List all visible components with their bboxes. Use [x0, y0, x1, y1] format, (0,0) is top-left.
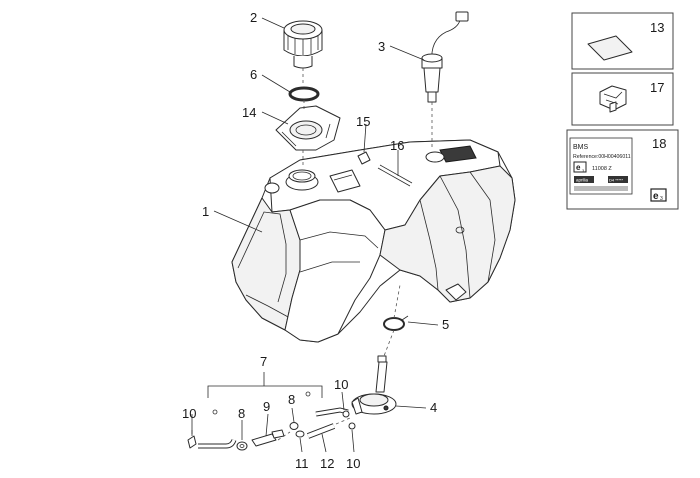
box-part-13 [571, 12, 674, 70]
callout-16: 16 [390, 138, 404, 153]
callout-18: 18 [652, 136, 666, 151]
label-plate-code: D4 ***** [609, 178, 623, 183]
callout-numbers: 2 3 6 14 15 16 1 5 7 4 10 8 9 8 10 11 12… [182, 10, 666, 471]
label-plate-e-mark: e [576, 163, 581, 172]
callout-6: 6 [250, 67, 257, 82]
hose-clamp-part-5 [383, 315, 409, 331]
callout-17: 17 [650, 80, 664, 95]
hose-kit-group-7 [187, 372, 356, 451]
callout-9: 9 [263, 399, 270, 414]
label-plate-e-sub: 3 [582, 168, 585, 173]
filler-flange-part-14 [275, 105, 341, 151]
callout-8-right: 8 [288, 392, 295, 407]
level-sensor-part-3 [421, 11, 469, 103]
fuel-tank-part-1 [231, 139, 516, 343]
callout-3: 3 [378, 39, 385, 54]
leader-lines [191, 17, 439, 453]
alignment-lines [277, 68, 433, 441]
o-ring-part-6 [288, 86, 320, 102]
callout-4: 4 [430, 400, 437, 415]
e-mark-symbol-sub: 3 [660, 196, 663, 202]
label-plate: BMS Reference:00H00406011 e 3 11008 Z ap… [569, 137, 633, 195]
callout-10-bottom: 10 [346, 456, 360, 471]
callout-15: 15 [356, 114, 370, 129]
callout-5: 5 [442, 317, 449, 332]
callout-12: 12 [320, 456, 334, 471]
e-mark-symbol: e [653, 191, 659, 202]
label-plate-approval: 11008 Z [592, 166, 612, 172]
callout-7: 7 [260, 354, 267, 369]
callout-13: 13 [650, 20, 664, 35]
label-plate-reference: Reference:00H00406011 [573, 154, 631, 160]
callout-8-left: 8 [238, 406, 245, 421]
callout-1: 1 [202, 204, 209, 219]
clip-part-15 [357, 151, 371, 165]
callout-2: 2 [250, 10, 257, 25]
fuel-cap-part-2 [283, 20, 323, 69]
callout-10-top: 10 [334, 377, 348, 392]
box-part-17 [571, 72, 674, 126]
callout-14: 14 [242, 105, 256, 120]
callout-10-left: 10 [182, 406, 196, 421]
callout-11: 11 [295, 456, 309, 471]
label-plate-title: BMS [573, 144, 589, 151]
fuel-pump-part-4 [351, 355, 397, 415]
box-part-18: BMS Reference:00H00406011 e 3 11008 Z ap… [566, 129, 679, 210]
label-plate-brand: aprilia [576, 178, 589, 183]
